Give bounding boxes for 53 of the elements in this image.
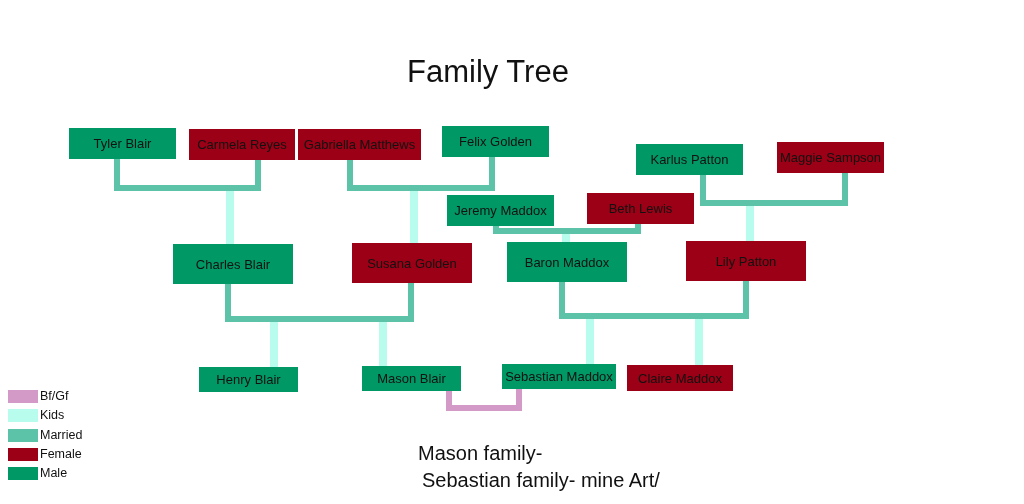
person-name: Baron Maddox (524, 254, 610, 270)
child-connector (226, 188, 234, 244)
child-connector (746, 203, 754, 241)
person-box (352, 243, 472, 283)
couple-connector (493, 224, 641, 234)
person-box (69, 128, 176, 159)
legend-label: Kids (40, 408, 65, 423)
person-box (199, 367, 298, 392)
person-box (442, 126, 549, 157)
person-box (502, 364, 616, 389)
person-box (587, 193, 694, 224)
legend-label: Female (40, 446, 82, 461)
person-box (686, 241, 806, 281)
child-connector (270, 319, 278, 367)
person-name: Henry Blair (216, 372, 281, 387)
person-box (173, 244, 293, 284)
person-name: Felix Golden (459, 134, 532, 149)
person-box (447, 195, 554, 226)
person-name: Susana Golden (367, 255, 457, 271)
child-connector (586, 316, 594, 364)
person-name: Claire Maddox (638, 370, 722, 386)
couple-connector (559, 281, 749, 319)
person-box (189, 129, 295, 160)
person-box (298, 129, 421, 160)
child-connector (379, 319, 387, 366)
person-name: Jeremy Maddox (454, 203, 547, 218)
person-box (507, 242, 627, 282)
credit-note: Sebastian family- mine Art/ (422, 469, 660, 492)
couple-connector (700, 173, 848, 206)
person-name: Karlus Patton (650, 152, 729, 167)
couple-connector (114, 159, 261, 191)
person-name: Gabriella Matthews (303, 137, 416, 152)
person-name: Mason Blair (377, 371, 446, 386)
legend-label: Male (40, 466, 68, 481)
credit-note: Mason family- (418, 442, 543, 465)
legend-label: Married (40, 427, 83, 442)
person-name: Charles Blair (195, 256, 271, 272)
person-box (777, 142, 884, 173)
person-name: Tyler Blair (93, 136, 152, 151)
person-box (636, 144, 743, 175)
person-name: Carmela Reyes (197, 137, 287, 152)
diagram-title: Family Tree (407, 54, 569, 90)
legend-label: Bf/Gf (40, 389, 69, 403)
couple-connector (225, 283, 414, 322)
person-name: Sebastian Maddox (505, 369, 613, 384)
person-name: Lily Patton (715, 253, 777, 269)
person-box (627, 365, 733, 391)
person-box (362, 366, 461, 391)
child-connector (695, 316, 703, 365)
person-name: Beth Lewis (608, 201, 673, 216)
child-connector (410, 188, 418, 243)
couple-connector (446, 389, 522, 411)
person-name: Maggie Sampson (779, 150, 882, 165)
